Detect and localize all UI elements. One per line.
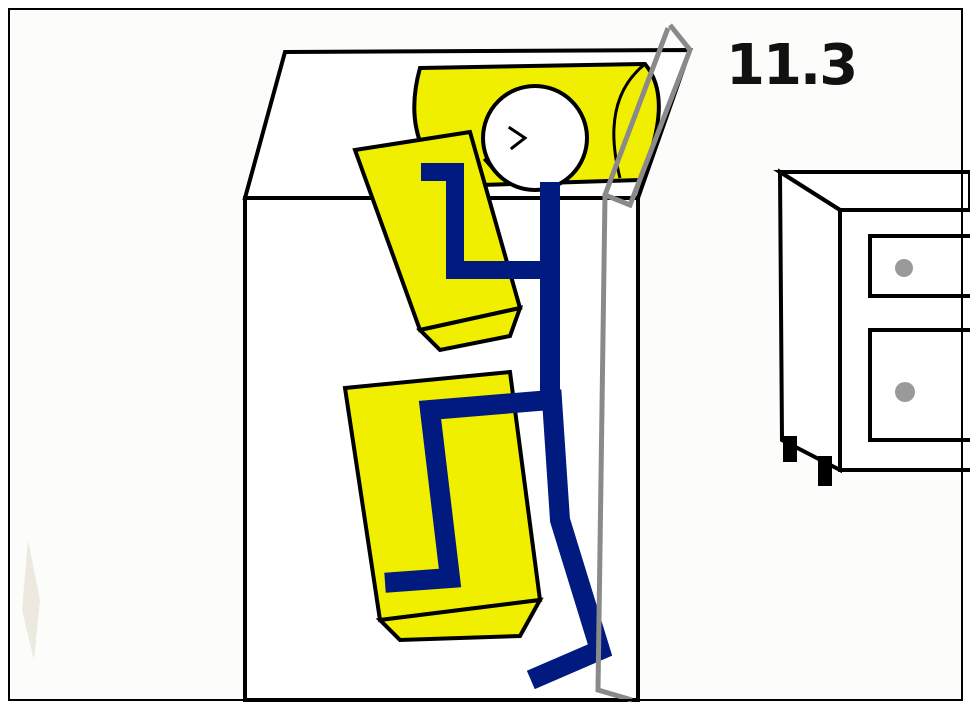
- drawer-knob: [895, 382, 915, 402]
- drawer-knob: [895, 259, 913, 277]
- nightstand-icon: [780, 172, 970, 486]
- drawer-top: [870, 236, 970, 296]
- step-number-label: 11.3: [726, 38, 856, 94]
- drawer-bottom: [870, 330, 970, 440]
- background-smudge: [22, 540, 40, 660]
